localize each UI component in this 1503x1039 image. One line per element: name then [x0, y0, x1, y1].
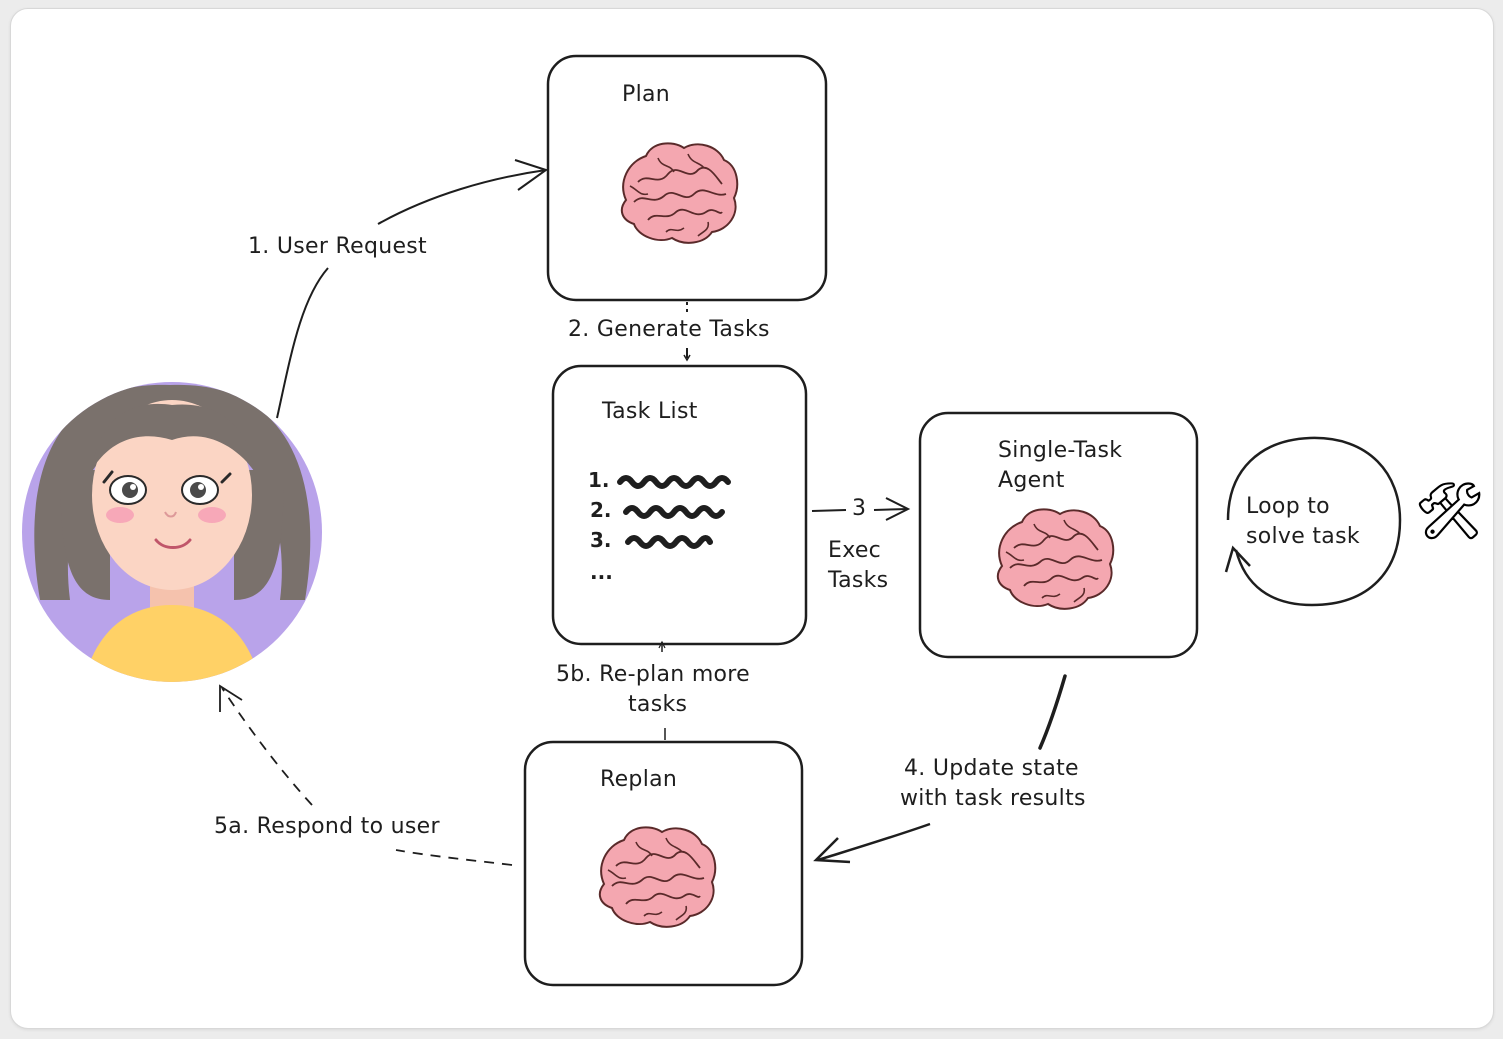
arrow-exec-head — [885, 497, 911, 521]
loop-arrow — [1226, 436, 1402, 607]
arrow-respond-top — [221, 687, 313, 806]
arrow-update-state-top — [1038, 674, 1067, 750]
label-generate-tasks: 2. Generate Tasks — [568, 317, 770, 342]
arrow-user-request — [276, 267, 329, 419]
plan-title: Plan — [622, 82, 671, 107]
arrow-exec-right — [873, 508, 909, 511]
loop-arrow-head — [1224, 545, 1251, 573]
plan-brain-icon — [620, 142, 739, 244]
arrow-user-request-2 — [377, 169, 547, 225]
task-list-box — [551, 364, 808, 646]
task-list-item-more: ... — [590, 560, 613, 584]
label-respond: 5a. Respond to user — [214, 814, 440, 839]
label-replan-line1: 5b. Re-plan more — [556, 662, 751, 687]
agent-title-line1: Single-Task — [998, 438, 1123, 463]
task-squiggle-1 — [617, 475, 731, 489]
agent-title-line2: Agent — [998, 468, 1065, 493]
label-replan-line2: tasks — [628, 692, 688, 717]
arrow-update-state-head — [813, 837, 851, 864]
task-squiggle-2 — [623, 505, 725, 519]
task-list-item-1: 1. — [588, 468, 610, 492]
user-avatar-icon — [22, 382, 322, 682]
arrow-respond-bottom — [395, 849, 513, 866]
arrow-user-request-head — [514, 159, 549, 191]
arrow-generate-tasks-head — [683, 354, 691, 362]
arrow-exec-left — [811, 509, 847, 512]
task-list-title: Task List — [602, 399, 698, 424]
label-exec-line2: Tasks — [828, 568, 889, 593]
task-list-item-3: 3. — [590, 528, 612, 552]
label-user-request: 1. User Request — [248, 234, 427, 259]
task-list-item-2: 2. — [590, 498, 612, 522]
label-loop-line2: solve task — [1246, 524, 1360, 549]
arrow-replan-head — [658, 640, 666, 649]
hammer-and-wrench-icon: 🛠 — [1414, 479, 1486, 544]
label-loop-line1: Loop to — [1246, 494, 1330, 519]
label-update-line1: 4. Update state — [904, 756, 1079, 781]
replan-title: Replan — [600, 767, 678, 792]
agent-brain-icon — [996, 508, 1115, 610]
task-squiggle-3 — [625, 535, 713, 549]
label-exec-line1: Exec — [828, 538, 882, 563]
replan-brain-icon — [598, 826, 717, 928]
label-update-line2: with task results — [900, 786, 1086, 811]
arrow-respond-head — [219, 684, 243, 712]
arrow-update-state-bottom — [817, 822, 931, 862]
label-exec-number: 3 — [852, 496, 867, 521]
